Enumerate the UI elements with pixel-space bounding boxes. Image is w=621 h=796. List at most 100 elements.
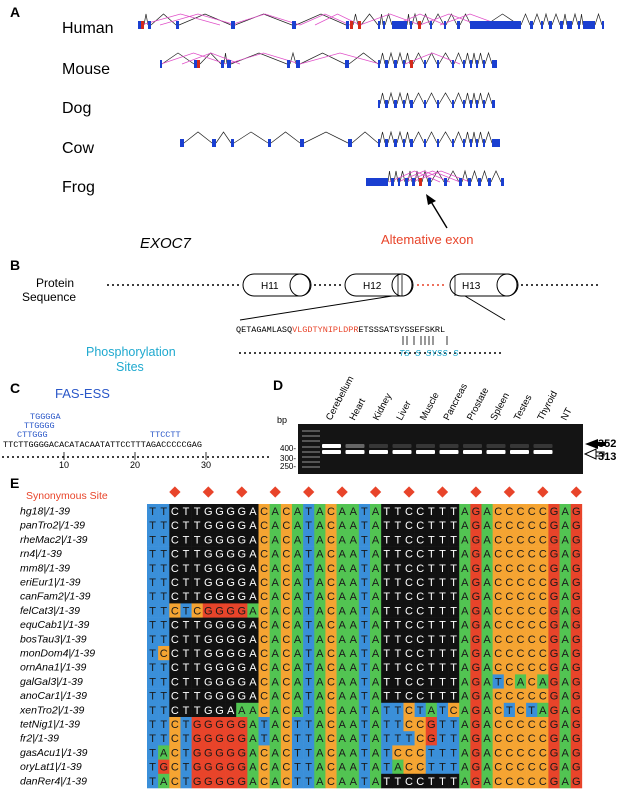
base: A [561, 534, 569, 546]
base: A [294, 520, 302, 532]
base: T [439, 691, 446, 703]
base-cell [403, 660, 415, 675]
base-cell [158, 702, 170, 718]
base-cell [191, 560, 204, 576]
base-cell [147, 773, 159, 789]
base: T [361, 662, 368, 674]
base-cell [269, 688, 282, 704]
base-cell [258, 518, 270, 533]
base-cell [325, 603, 337, 618]
base: C [416, 549, 424, 561]
base: C [171, 719, 179, 731]
base-cell [392, 518, 404, 533]
base-cell [459, 603, 471, 618]
base-cell [381, 518, 393, 533]
base-cell [258, 731, 270, 746]
base: G [204, 648, 213, 660]
base-cell [370, 717, 382, 732]
base: T [428, 691, 435, 703]
base: A [338, 591, 346, 603]
base-cell [403, 617, 415, 633]
base: A [561, 676, 569, 688]
synonymous-site-diamond [436, 486, 449, 498]
exon [470, 100, 472, 108]
helix-h11: H11 [242, 273, 312, 297]
base-cell [403, 674, 415, 689]
base-cell [325, 532, 337, 547]
base: A [316, 577, 324, 589]
base-cell [291, 688, 304, 704]
base-cell [570, 603, 583, 618]
phospho-dot [344, 352, 346, 354]
base: C [260, 676, 268, 688]
base-cell [425, 546, 438, 562]
base: C [405, 719, 413, 731]
base-cell [291, 560, 304, 576]
base: C [260, 762, 268, 774]
base-cell [258, 660, 270, 675]
base: G [550, 577, 559, 589]
base: T [450, 747, 457, 759]
base-cell [381, 560, 393, 576]
base-cell [236, 660, 248, 675]
intron [161, 52, 195, 65]
intron [551, 12, 561, 26]
intron [396, 51, 404, 65]
base-cell [559, 702, 571, 718]
base: A [483, 776, 491, 788]
base-cell [381, 504, 393, 519]
base: C [405, 634, 413, 646]
base: A [561, 648, 569, 660]
base-cell [537, 631, 549, 647]
base-cell [291, 646, 304, 661]
base-cell [280, 532, 293, 547]
phosphorylation-residues: TS S SYSS S [399, 349, 459, 359]
base: G [472, 776, 481, 788]
base-cell [481, 717, 493, 732]
base: A [372, 520, 380, 532]
base: G [237, 577, 246, 589]
base: C [505, 747, 513, 759]
base-cell [414, 532, 427, 547]
base: T [428, 534, 435, 546]
backbone-dot [319, 284, 321, 286]
phospho-dot [399, 352, 401, 354]
base: T [395, 591, 402, 603]
base: A [483, 648, 491, 660]
base-cell [514, 546, 527, 562]
band-313 [392, 450, 412, 454]
ruler-dot [202, 456, 204, 458]
base-cell [414, 773, 427, 789]
species-id: monDom4|/1-39 [20, 648, 95, 660]
base: T [149, 719, 156, 731]
base: T [194, 634, 201, 646]
base-cell [403, 759, 415, 775]
base: T [183, 563, 190, 575]
gene-model-frog [366, 169, 504, 186]
base-cell [180, 674, 192, 689]
base-cell [570, 617, 583, 633]
base-cell [526, 745, 538, 760]
base: A [561, 747, 569, 759]
base: G [572, 534, 581, 546]
base-cell [448, 532, 460, 547]
base: G [204, 762, 213, 774]
synonymous-site-diamond [537, 486, 549, 498]
exon [459, 178, 462, 186]
ruler-dot [97, 456, 99, 458]
base: T [406, 733, 413, 745]
base: G [237, 747, 246, 759]
base-cell [425, 575, 438, 590]
base: G [215, 662, 224, 674]
base: T [439, 719, 446, 731]
base: T [439, 676, 446, 688]
base: A [350, 549, 358, 561]
exon [452, 139, 454, 147]
base: C [282, 563, 290, 575]
base: T [294, 733, 301, 745]
base: T [149, 534, 156, 546]
base-cell [459, 674, 471, 689]
gene-model-cow [180, 130, 500, 147]
